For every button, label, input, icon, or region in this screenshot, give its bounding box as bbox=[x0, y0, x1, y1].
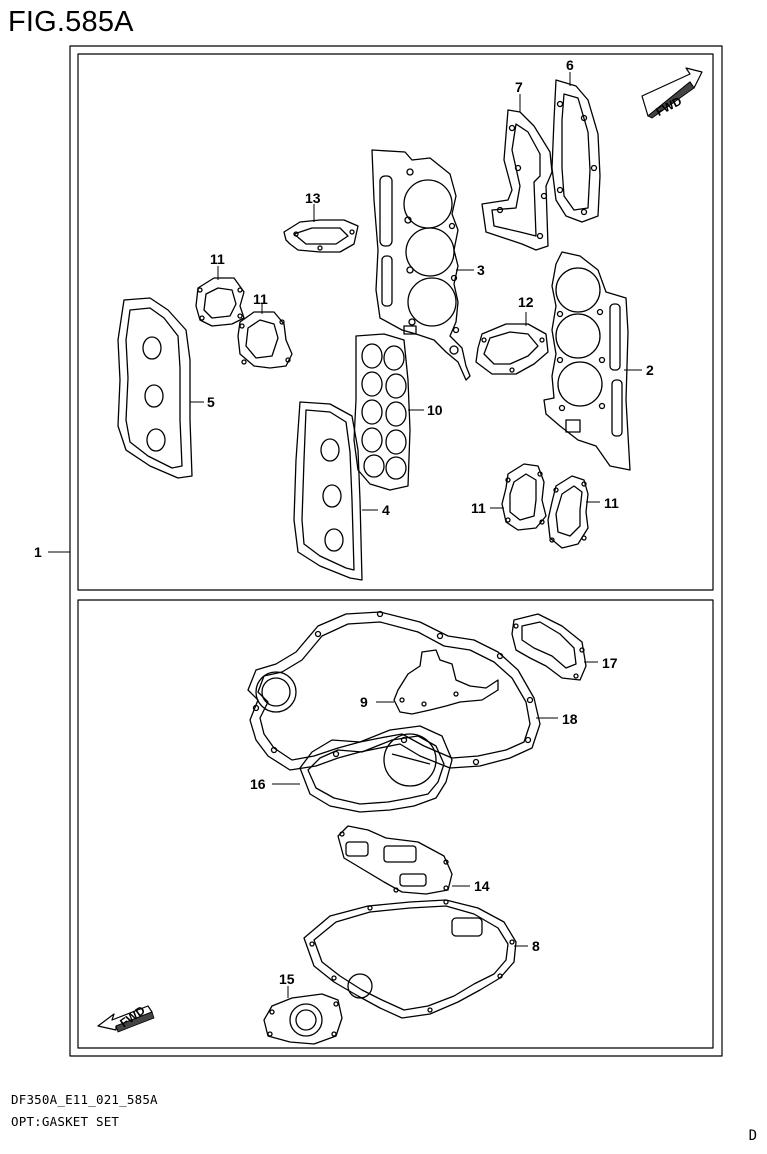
fwd-arrow-bottom-icon bbox=[97, 1005, 155, 1033]
part-7-gasket bbox=[481, 109, 553, 251]
callout-5: 5 bbox=[207, 394, 215, 410]
part-11-gasket-c bbox=[501, 463, 547, 531]
callout-16: 16 bbox=[250, 776, 266, 792]
fwd-arrow-top-icon bbox=[641, 67, 703, 119]
callout-15: 15 bbox=[279, 971, 295, 987]
part-3-head-gasket bbox=[371, 149, 471, 381]
callout-10: 10 bbox=[427, 402, 443, 418]
part-2-head-gasket bbox=[543, 251, 631, 471]
diagram-code: DF350A_E11_021_585A bbox=[11, 1092, 158, 1107]
part-11-gasket-d bbox=[547, 475, 589, 549]
callout-12: 12 bbox=[518, 294, 534, 310]
part-15-gasket bbox=[263, 993, 343, 1045]
callout-1: 1 bbox=[34, 544, 42, 560]
lower-panel bbox=[77, 599, 714, 1049]
part-6-gasket bbox=[551, 79, 601, 223]
part-4-valve-cover-gasket bbox=[293, 401, 363, 581]
callout-11c: 11 bbox=[471, 500, 486, 516]
callout-17: 17 bbox=[602, 655, 618, 671]
callout-13: 13 bbox=[305, 190, 321, 206]
part-11-gasket-b bbox=[237, 311, 293, 369]
page-mark: D bbox=[748, 1128, 757, 1144]
part-14-gasket bbox=[337, 825, 453, 895]
callout-14: 14 bbox=[474, 878, 490, 894]
part-11-gasket-a bbox=[195, 277, 245, 327]
part-5-valve-cover-gasket bbox=[117, 297, 193, 479]
callout-3: 3 bbox=[477, 262, 485, 278]
upper-panel bbox=[77, 53, 714, 591]
callout-4: 4 bbox=[382, 502, 390, 518]
callout-9: 9 bbox=[360, 694, 368, 710]
outer-frame bbox=[69, 45, 723, 1057]
callout-11d: 11 bbox=[604, 495, 619, 511]
callout-18: 18 bbox=[562, 711, 578, 727]
callout-2: 2 bbox=[646, 362, 654, 378]
part-17-gasket bbox=[511, 613, 587, 681]
part-9-gasket bbox=[393, 649, 499, 715]
part-16-gasket bbox=[299, 725, 453, 813]
callout-8: 8 bbox=[532, 938, 540, 954]
part-8-oil-pan-gasket bbox=[303, 899, 517, 1019]
callout-11a: 11 bbox=[210, 251, 225, 267]
callout-11b: 11 bbox=[253, 291, 268, 307]
figure-title: FIG.585A bbox=[8, 6, 134, 38]
part-13-gasket bbox=[283, 219, 359, 253]
part-12-gasket bbox=[475, 323, 549, 375]
callout-6: 6 bbox=[566, 57, 574, 73]
diagram-description: OPT:GASKET SET bbox=[11, 1114, 120, 1129]
callout-7: 7 bbox=[515, 79, 523, 95]
part-10-gasket bbox=[353, 333, 411, 491]
